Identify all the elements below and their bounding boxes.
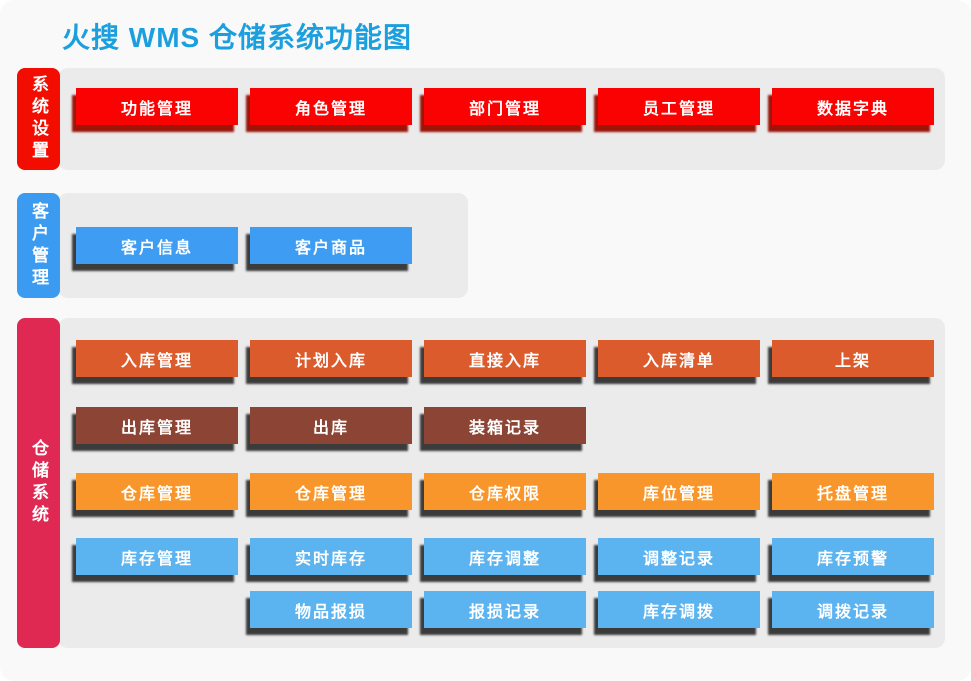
department-mgmt-block: 部门管理 bbox=[424, 88, 586, 125]
planned-inbound-block: 计划入库 bbox=[250, 340, 412, 377]
location-mgmt-block: 库位管理 bbox=[598, 473, 760, 510]
system-settings-panel: 功能管理 角色管理 部门管理 员工管理 数据字典 bbox=[58, 68, 945, 170]
customer-mgmt-row: 客户信息 客户商品 bbox=[76, 227, 412, 264]
inventory-transfer-block: 库存调拨 bbox=[598, 591, 760, 628]
warehouse-mgmt-block: 仓库管理 bbox=[76, 473, 238, 510]
warehouse-system-label: 仓储系统 bbox=[17, 318, 60, 648]
outbound-mgmt-block: 出库管理 bbox=[76, 407, 238, 444]
adjust-record-block: 调整记录 bbox=[598, 538, 760, 575]
pallet-mgmt-block: 托盘管理 bbox=[772, 473, 934, 510]
warehouse-row: 仓库管理 仓库管理 仓库权限 库位管理 托盘管理 bbox=[76, 473, 934, 510]
outbound-row: 出库管理 出库 装箱记录 bbox=[76, 407, 586, 444]
customer-mgmt-label: 客户管理 bbox=[17, 193, 60, 298]
inbound-mgmt-block: 入库管理 bbox=[76, 340, 238, 377]
warehouse-mgmt-2-block: 仓库管理 bbox=[250, 473, 412, 510]
item-damage-block: 物品报损 bbox=[250, 591, 412, 628]
system-settings-label: 系统设置 bbox=[17, 68, 60, 170]
page-title: 火搜 WMS 仓储系统功能图 bbox=[62, 22, 412, 53]
transfer-record-block: 调拨记录 bbox=[772, 591, 934, 628]
function-mgmt-block: 功能管理 bbox=[76, 88, 238, 125]
outbound-block: 出库 bbox=[250, 407, 412, 444]
customer-mgmt-panel: 客户信息 客户商品 bbox=[58, 193, 468, 298]
inventory-mgmt-block: 库存管理 bbox=[76, 538, 238, 575]
warehouse-system-panel: 入库管理 计划入库 直接入库 入库清单 上架 出库管理 出库 装箱记录 仓库管理… bbox=[58, 318, 945, 648]
realtime-inventory-block: 实时库存 bbox=[250, 538, 412, 575]
inventory-row: 库存管理 实时库存 库存调整 调整记录 库存预警 bbox=[76, 538, 934, 575]
inbound-row: 入库管理 计划入库 直接入库 入库清单 上架 bbox=[76, 340, 934, 377]
direct-inbound-block: 直接入库 bbox=[424, 340, 586, 377]
role-mgmt-block: 角色管理 bbox=[250, 88, 412, 125]
inventory-adjust-block: 库存调整 bbox=[424, 538, 586, 575]
customer-goods-block: 客户商品 bbox=[250, 227, 412, 264]
inventory-warning-block: 库存预警 bbox=[772, 538, 934, 575]
damage-record-block: 报损记录 bbox=[424, 591, 586, 628]
customer-info-block: 客户信息 bbox=[76, 227, 238, 264]
system-settings-row: 功能管理 角色管理 部门管理 员工管理 数据字典 bbox=[76, 88, 934, 125]
shelving-block: 上架 bbox=[772, 340, 934, 377]
data-dictionary-block: 数据字典 bbox=[772, 88, 934, 125]
inventory-row-2: 物品报损 报损记录 库存调拨 调拨记录 bbox=[250, 591, 934, 628]
warehouse-permission-block: 仓库权限 bbox=[424, 473, 586, 510]
employee-mgmt-block: 员工管理 bbox=[598, 88, 760, 125]
inbound-list-block: 入库清单 bbox=[598, 340, 760, 377]
packing-record-block: 装箱记录 bbox=[424, 407, 586, 444]
